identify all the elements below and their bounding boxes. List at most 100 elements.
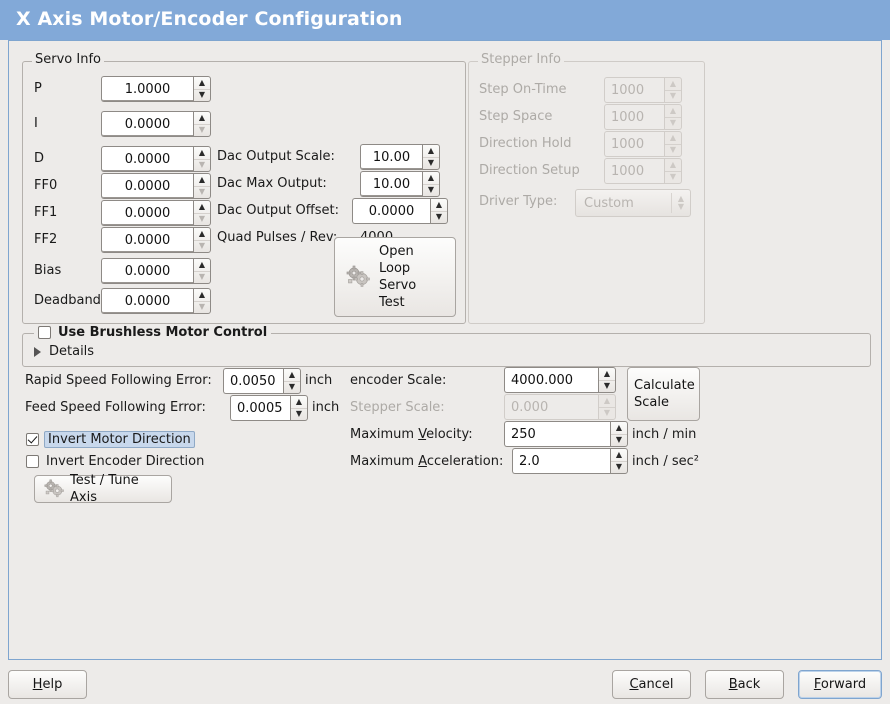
- servo-spinner-bias[interactable]: ▲ ▼: [193, 258, 211, 284]
- dac-output-offset-value[interactable]: 0.0000: [352, 198, 430, 224]
- step-space-input[interactable]: 1000 ▲ ▼: [604, 104, 682, 130]
- spinner-down-icon[interactable]: ▼: [198, 272, 206, 282]
- dac-output-scale-spinner[interactable]: ▲ ▼: [422, 144, 440, 170]
- spinner-down-icon[interactable]: ▼: [615, 462, 623, 472]
- spinner-down-icon[interactable]: ▼: [615, 435, 623, 445]
- servo-value-deadband[interactable]: 0.0000: [101, 288, 193, 314]
- checkbox-box[interactable]: [26, 433, 39, 446]
- spinner-down-icon[interactable]: ▼: [198, 241, 206, 251]
- servo-value-p[interactable]: 1.0000: [101, 76, 193, 102]
- servo-spinner-ff0[interactable]: ▲ ▼: [193, 173, 211, 199]
- details-disclosure[interactable]: Details: [34, 344, 94, 359]
- open-loop-servo-test-button[interactable]: Open Loop Servo Test: [334, 237, 456, 317]
- feed-speed-spinner[interactable]: ▲ ▼: [290, 395, 308, 421]
- test-tune-axis-button[interactable]: Test / Tune Axis: [34, 473, 172, 505]
- forward-button[interactable]: Forward: [798, 670, 882, 699]
- spinner-up-icon[interactable]: ▲: [423, 145, 439, 158]
- servo-input-p[interactable]: 1.0000 ▲ ▼: [101, 76, 211, 102]
- servo-spinner-d[interactable]: ▲ ▼: [193, 146, 211, 172]
- spinner-up-icon[interactable]: ▲: [194, 289, 210, 302]
- spinner-down-icon[interactable]: ▼: [435, 212, 443, 222]
- dac-output-scale-value[interactable]: 10.00: [360, 144, 422, 170]
- spinner-down-icon[interactable]: ▼: [198, 214, 206, 224]
- help-button[interactable]: Help: [8, 670, 87, 699]
- calculate-scale-button[interactable]: Calculate Scale: [627, 367, 700, 421]
- dac-max-output-input[interactable]: 10.00 ▲ ▼: [360, 171, 440, 197]
- servo-value-d[interactable]: 0.0000: [101, 146, 193, 172]
- spinner-up-icon[interactable]: ▲: [599, 368, 615, 381]
- feed-speed-following-error-input[interactable]: 0.0005 ▲ ▼: [230, 395, 308, 421]
- spinner-up-icon[interactable]: ▲: [194, 147, 210, 160]
- servo-input-ff0[interactable]: 0.0000 ▲ ▼: [101, 173, 211, 199]
- invert-motor-direction-checkbox[interactable]: Invert Motor Direction: [26, 431, 195, 448]
- encoder-scale-input[interactable]: 4000.000 ▲ ▼: [504, 367, 616, 393]
- servo-input-ff2[interactable]: 0.0000 ▲ ▼: [101, 227, 211, 253]
- spinner-up-icon[interactable]: ▲: [194, 259, 210, 272]
- cancel-button[interactable]: Cancel: [612, 670, 691, 699]
- spinner-up-icon[interactable]: ▲: [291, 396, 307, 409]
- direction-setup-input[interactable]: 1000 ▲ ▼: [604, 158, 682, 184]
- spinner-up-icon[interactable]: ▲: [431, 199, 447, 212]
- direction-setup-spinner[interactable]: ▲ ▼: [664, 158, 682, 184]
- servo-input-deadband[interactable]: 0.0000 ▲ ▼: [101, 288, 211, 314]
- dac-output-offset-spinner[interactable]: ▲ ▼: [430, 198, 448, 224]
- spinner-down-icon[interactable]: ▼: [427, 185, 435, 195]
- checkbox-box[interactable]: [26, 455, 39, 468]
- spinner-down-icon[interactable]: ▼: [198, 302, 206, 312]
- spinner-down-icon[interactable]: ▼: [198, 187, 206, 197]
- servo-spinner-p[interactable]: ▲ ▼: [193, 76, 211, 102]
- spinner-down-icon[interactable]: ▼: [603, 381, 611, 391]
- back-button[interactable]: Back: [705, 670, 784, 699]
- servo-spinner-deadband[interactable]: ▲ ▼: [193, 288, 211, 314]
- spinner-up-icon[interactable]: ▲: [284, 369, 300, 382]
- maximum-acceleration-spinner[interactable]: ▲ ▼: [610, 448, 628, 474]
- maximum-acceleration-input[interactable]: 2.0 ▲ ▼: [512, 448, 628, 474]
- direction-hold-input[interactable]: 1000 ▲ ▼: [604, 131, 682, 157]
- driver-type-select[interactable]: Custom ▲▼: [575, 189, 691, 217]
- feed-speed-following-error-value[interactable]: 0.0005: [230, 395, 290, 421]
- servo-input-i[interactable]: 0.0000 ▲ ▼: [101, 111, 211, 137]
- step-space-spinner[interactable]: ▲ ▼: [664, 104, 682, 130]
- dac-max-output-spinner[interactable]: ▲ ▼: [422, 171, 440, 197]
- spinner-up-icon[interactable]: ▲: [194, 77, 210, 90]
- dac-max-output-value[interactable]: 10.00: [360, 171, 422, 197]
- direction-hold-spinner[interactable]: ▲ ▼: [664, 131, 682, 157]
- spinner-down-icon[interactable]: ▼: [198, 90, 206, 100]
- stepper-scale-value[interactable]: 0.000: [504, 394, 598, 420]
- spinner-up-icon[interactable]: ▲: [611, 422, 627, 435]
- dac-output-offset-input[interactable]: 0.0000 ▲ ▼: [352, 198, 448, 224]
- spinner-up-icon[interactable]: ▲: [194, 201, 210, 214]
- encoder-scale-value[interactable]: 4000.000: [504, 367, 598, 393]
- servo-value-bias[interactable]: 0.0000: [101, 258, 193, 284]
- spinner-down-icon[interactable]: ▼: [295, 409, 303, 419]
- servo-input-ff1[interactable]: 0.0000 ▲ ▼: [101, 200, 211, 226]
- step-on-time-spinner[interactable]: ▲ ▼: [664, 77, 682, 103]
- step-on-time-input[interactable]: 1000 ▲ ▼: [604, 77, 682, 103]
- servo-value-i[interactable]: 0.0000: [101, 111, 193, 137]
- stepper-scale-spinner[interactable]: ▲ ▼: [598, 394, 616, 420]
- spinner-down-icon[interactable]: ▼: [288, 382, 296, 392]
- servo-value-ff0[interactable]: 0.0000: [101, 173, 193, 199]
- spinner-up-icon[interactable]: ▲: [194, 112, 210, 125]
- checkbox-box[interactable]: [38, 326, 51, 339]
- spinner-up-icon[interactable]: ▲: [611, 449, 627, 462]
- stepper-scale-input[interactable]: 0.000 ▲ ▼: [504, 394, 616, 420]
- invert-encoder-direction-checkbox[interactable]: Invert Encoder Direction: [26, 454, 204, 469]
- spinner-down-icon[interactable]: ▼: [198, 160, 206, 170]
- maximum-acceleration-value[interactable]: 2.0: [512, 448, 610, 474]
- spinner-down-icon[interactable]: ▼: [427, 158, 435, 168]
- spinner-up-icon[interactable]: ▲: [194, 174, 210, 187]
- maximum-velocity-spinner[interactable]: ▲ ▼: [610, 421, 628, 447]
- servo-value-ff2[interactable]: 0.0000: [101, 227, 193, 253]
- servo-spinner-ff1[interactable]: ▲ ▼: [193, 200, 211, 226]
- dac-output-scale-input[interactable]: 10.00 ▲ ▼: [360, 144, 440, 170]
- spinner-down-icon[interactable]: ▼: [198, 125, 206, 135]
- spinner-up-icon[interactable]: ▲: [423, 172, 439, 185]
- rapid-speed-following-error-value[interactable]: 0.0050: [223, 368, 283, 394]
- encoder-scale-spinner[interactable]: ▲ ▼: [598, 367, 616, 393]
- rapid-speed-following-error-input[interactable]: 0.0050 ▲ ▼: [223, 368, 301, 394]
- servo-spinner-ff2[interactable]: ▲ ▼: [193, 227, 211, 253]
- direction-setup-value[interactable]: 1000: [604, 158, 664, 184]
- rapid-speed-spinner[interactable]: ▲ ▼: [283, 368, 301, 394]
- maximum-velocity-input[interactable]: 250 ▲ ▼: [504, 421, 628, 447]
